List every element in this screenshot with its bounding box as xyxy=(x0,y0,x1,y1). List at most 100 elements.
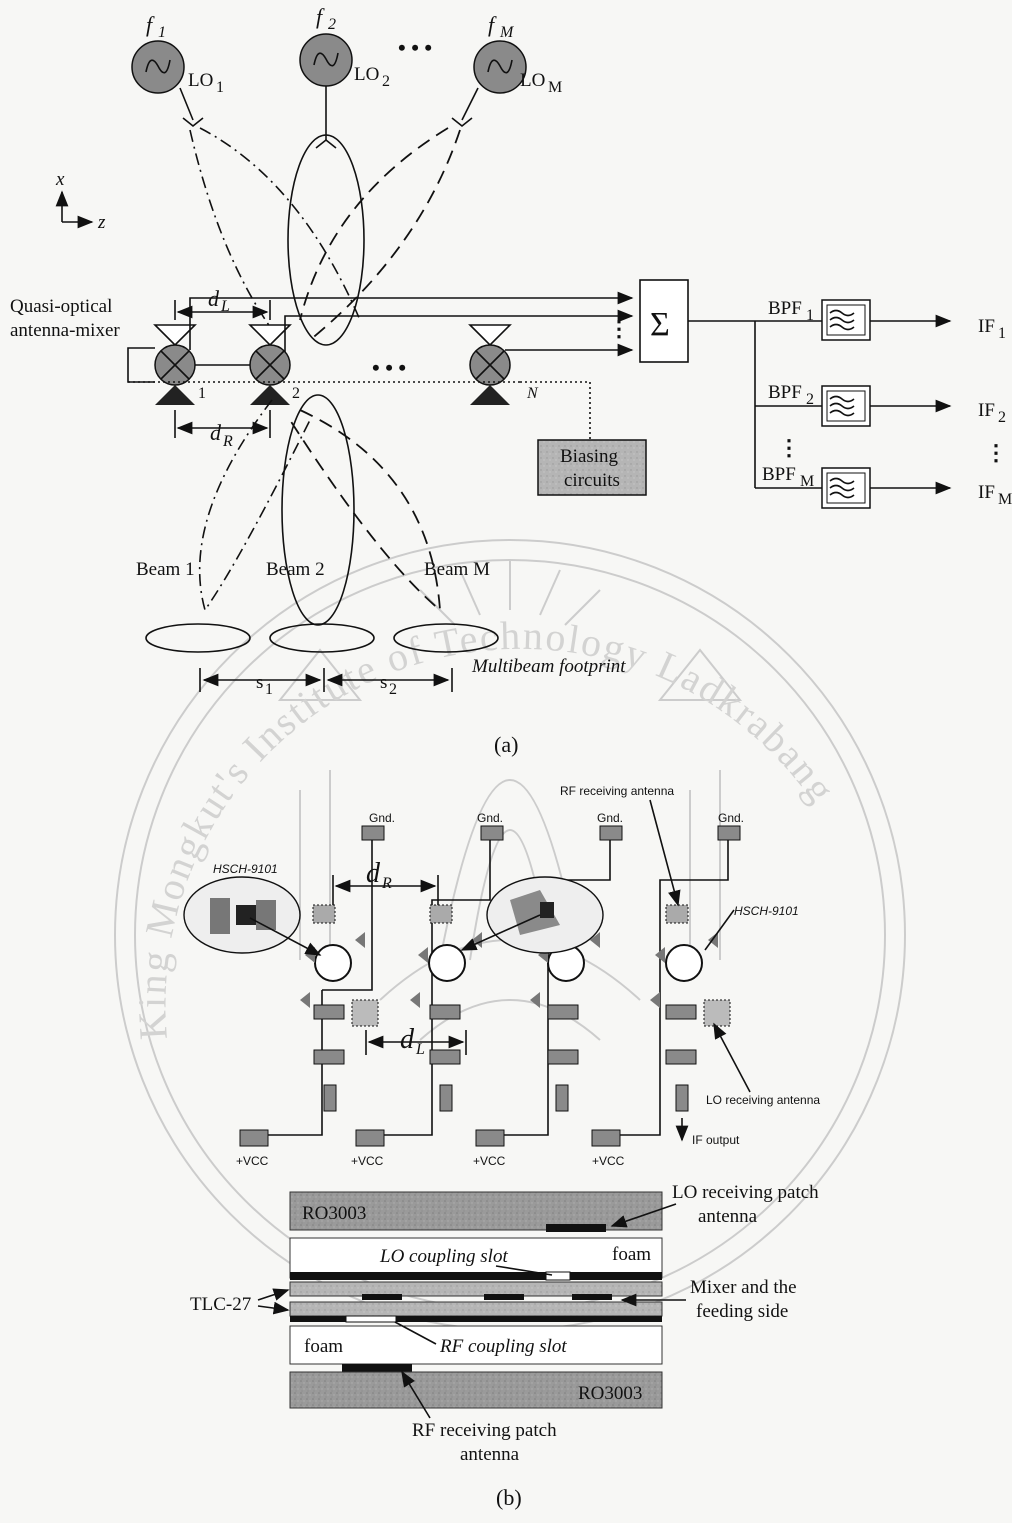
fm-sub: M xyxy=(499,24,515,41)
svg-text:z: z xyxy=(97,212,106,233)
svg-text:L: L xyxy=(415,1041,425,1058)
tlc27-label: TLC-27 xyxy=(190,1294,251,1315)
f1-sub: 1 xyxy=(158,24,166,41)
foam-bottom-label: foam xyxy=(304,1336,343,1357)
svg-text:BPF: BPF xyxy=(768,382,802,403)
svg-text:Gnd.: Gnd. xyxy=(597,811,623,825)
beam-m-lobe xyxy=(290,410,440,610)
svg-text:2: 2 xyxy=(998,409,1006,426)
svg-text:Gnd.: Gnd. xyxy=(477,811,503,825)
mixer-n xyxy=(470,325,510,405)
bpf-2-branch: BPF 2 IF 2 xyxy=(755,382,1006,426)
antenna-mixer-label-2: antenna-mixer xyxy=(10,320,120,341)
antenna-mixer-label-1: Quasi-optical xyxy=(10,296,112,317)
svg-text:2: 2 xyxy=(806,391,814,408)
local-oscillator-1: f 1 LO 1 xyxy=(132,12,224,126)
svg-text:1: 1 xyxy=(806,307,814,324)
bpf-m-branch: BPF M IF M xyxy=(755,464,1012,508)
lo-patch-label-2: antenna xyxy=(698,1206,758,1227)
mixer-number-2: 2 xyxy=(292,385,300,402)
local-oscillator-2: f 2 LO 2 xyxy=(300,4,390,148)
beam-m-label: Beam M xyxy=(424,559,490,580)
svg-text:IF: IF xyxy=(978,316,995,337)
ro3003-bottom-label: RO3003 xyxy=(578,1383,642,1404)
svg-text:+VCC: +VCC xyxy=(592,1154,625,1168)
summer-box: Σ xyxy=(640,280,688,362)
svg-text:L: L xyxy=(220,298,230,315)
beam-2-label: Beam 2 xyxy=(266,559,325,580)
array-element-3: Gnd. +VCC xyxy=(473,811,623,1168)
caption-b: (b) xyxy=(496,1485,522,1510)
svg-text:+VCC: +VCC xyxy=(351,1154,384,1168)
lom-beam-right xyxy=(300,128,448,320)
svg-text:M: M xyxy=(998,491,1012,508)
lom-label: LO xyxy=(520,70,545,91)
sigma-symbol: Σ xyxy=(650,306,670,343)
svg-text:d: d xyxy=(366,858,381,889)
svg-text:Gnd.: Gnd. xyxy=(718,811,744,825)
mixer-ellipsis: • • • xyxy=(372,355,406,380)
rf-coupling-slot-label: RF coupling slot xyxy=(439,1336,567,1357)
lo-coupling-slot-label: LO coupling slot xyxy=(379,1246,508,1267)
lo2-sub: 2 xyxy=(382,73,390,90)
svg-text:1: 1 xyxy=(265,681,273,698)
svg-text:Gnd.: Gnd. xyxy=(369,811,395,825)
svg-text:R: R xyxy=(222,433,233,450)
f2-label: f xyxy=(316,4,325,29)
lo1-sub: 1 xyxy=(216,79,224,96)
svg-text:s: s xyxy=(256,672,263,693)
rf-patch-label-2: antenna xyxy=(460,1444,520,1465)
summer-input-dots: ⋮ xyxy=(608,316,630,341)
rf-patch-label-1: RF receiving patch xyxy=(412,1420,557,1441)
svg-text:Biasing: Biasing xyxy=(560,446,619,467)
mixer-feed-label-2: feeding side xyxy=(696,1301,788,1322)
if-output-label: IF output xyxy=(692,1133,740,1147)
rf-rx-antenna-label: RF receiving antenna xyxy=(560,784,674,798)
multibeam-footprint-label: Multibeam footprint xyxy=(471,656,626,677)
lo1-beam-left xyxy=(190,130,278,338)
svg-text:HSCH-9101: HSCH-9101 xyxy=(213,862,278,876)
svg-text:M: M xyxy=(800,473,814,490)
mixer-number-n: N xyxy=(526,385,539,402)
svg-text:+VCC: +VCC xyxy=(236,1154,269,1168)
hsch-right-label: HSCH-9101 xyxy=(734,904,799,918)
svg-text:x: x xyxy=(55,169,65,190)
caption-a: (a) xyxy=(494,732,518,757)
lo-patch-label-1: LO receiving patch xyxy=(672,1182,819,1203)
dr-dimension-a: d R xyxy=(175,410,270,450)
mixer-2 xyxy=(250,325,290,405)
lo1-beam-right xyxy=(200,128,360,320)
f1-label: f xyxy=(146,12,155,37)
svg-text:R: R xyxy=(381,875,392,892)
f2-sub: 2 xyxy=(328,16,336,33)
footprint-1 xyxy=(146,624,250,652)
lo-ellipsis: • • • xyxy=(398,35,432,60)
xz-axes: x z xyxy=(55,169,106,233)
lo2-label: LO xyxy=(354,64,379,85)
svg-text:2: 2 xyxy=(389,681,397,698)
svg-text:s: s xyxy=(380,672,387,693)
ro3003-top-label: RO3003 xyxy=(302,1203,366,1224)
svg-text:IF: IF xyxy=(978,482,995,503)
dr-dimension-b: d R xyxy=(333,858,438,905)
fm-label: f xyxy=(488,12,497,37)
beam-1-label: Beam 1 xyxy=(136,559,195,580)
part-b-layout: Gnd. +VCC Gnd. +VCC xyxy=(184,784,820,1168)
bpf-dots: ⋮ xyxy=(778,435,800,460)
bpf-1-branch: BPF 1 IF 1 xyxy=(755,298,1006,342)
lom-sub: M xyxy=(548,79,562,96)
svg-text:+VCC: +VCC xyxy=(473,1154,506,1168)
foam-top-label: foam xyxy=(612,1244,651,1265)
svg-text:circuits: circuits xyxy=(564,470,620,491)
mixer-1 xyxy=(155,325,195,405)
local-oscillator-m: f M LO M xyxy=(452,12,562,126)
lo-rx-antenna-label: LO receiving antenna xyxy=(706,1093,820,1107)
lo2-beam xyxy=(288,135,364,345)
footprint-2 xyxy=(270,624,374,652)
mixer-feed-label-1: Mixer and the xyxy=(690,1277,797,1298)
svg-text:BPF: BPF xyxy=(762,464,796,485)
svg-text:BPF: BPF xyxy=(768,298,802,319)
biasing-circuits-box: Biasing circuits xyxy=(538,440,646,495)
if-dots: ⋮ xyxy=(985,440,1007,465)
